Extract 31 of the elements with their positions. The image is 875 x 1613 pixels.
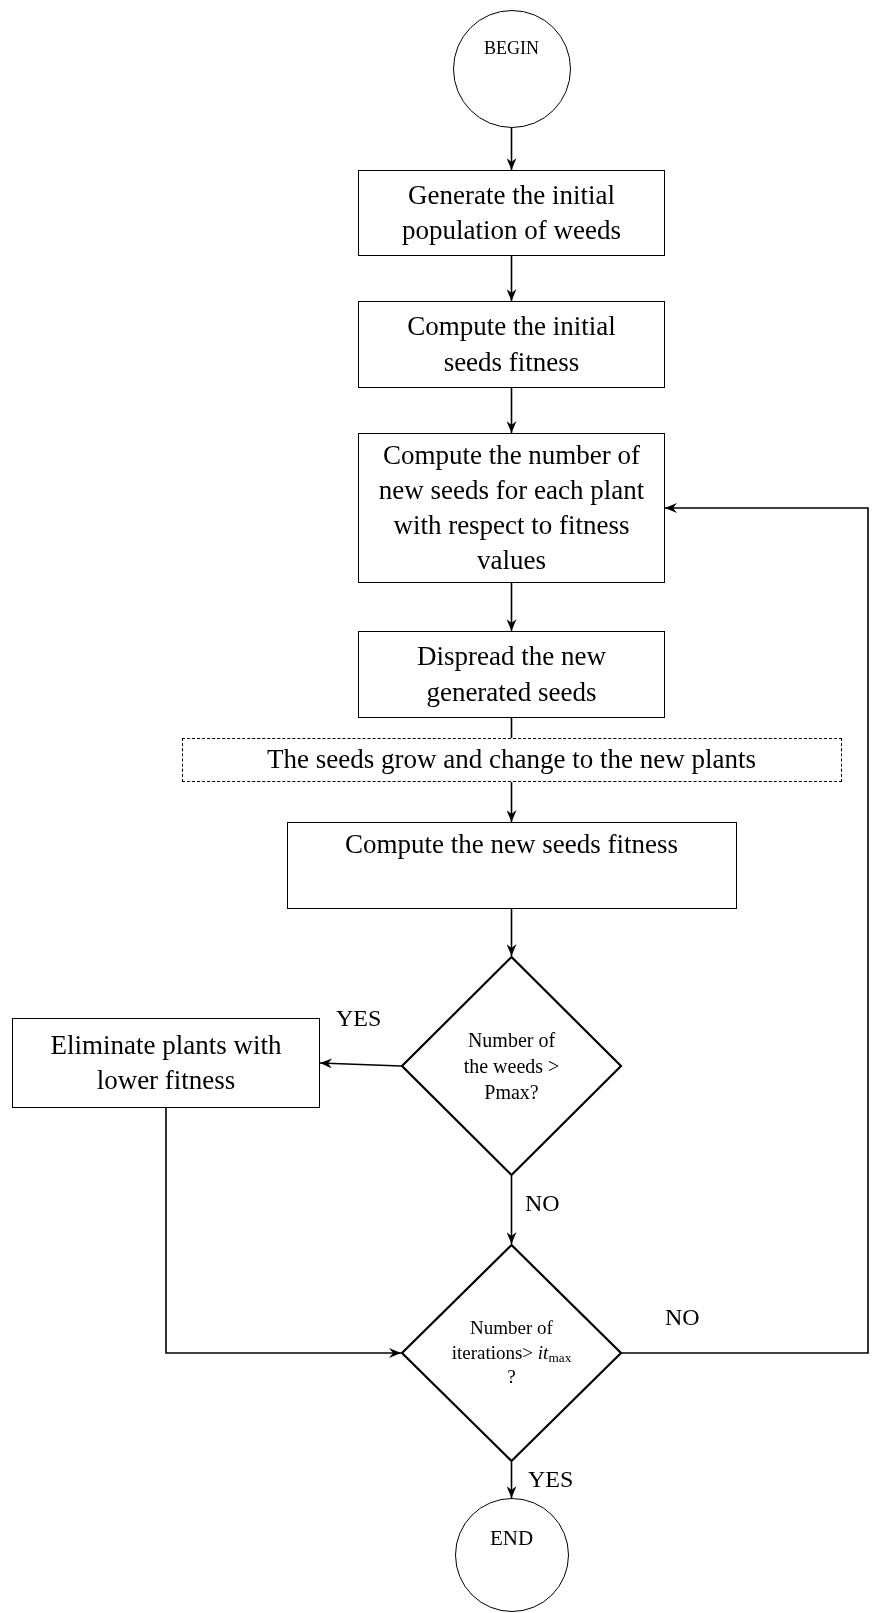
node-label: Number of iterations> it$_{max}$ ? <box>451 1315 572 1390</box>
arrow <box>165 1107 402 1358</box>
arrow <box>506 255 517 302</box>
node-label: Dispread the new generated seeds <box>416 640 607 709</box>
node-label: END <box>489 1525 534 1552</box>
node-label: Number of the weeds > Pmax? <box>462 1028 561 1105</box>
arrow <box>506 127 517 171</box>
node-label: Compute the new seeds fitness <box>345 828 678 861</box>
node-label: Eliminate plants with lower fitness <box>49 1028 283 1097</box>
arrow <box>506 1461 517 1499</box>
decision-diamond <box>401 1244 622 1462</box>
arrow <box>506 582 517 632</box>
node-label: Generate the initial population of weeds <box>401 178 622 247</box>
process-box <box>12 1018 320 1108</box>
node-label: Compute the number of new seeds for each plant with respect to fitness values <box>377 438 646 578</box>
process-box <box>358 433 665 583</box>
arrow <box>506 908 517 957</box>
decision-diamond <box>401 956 622 1176</box>
arrow <box>506 1175 517 1245</box>
process-box <box>358 301 665 388</box>
node-label: BEGIN <box>484 37 539 60</box>
node-label: The seeds grow and change to the new plants <box>267 743 756 777</box>
process-box <box>358 170 665 256</box>
node-label: Compute the initial seeds fitness <box>406 310 617 379</box>
process-box <box>286 822 737 909</box>
arrow <box>621 503 869 1354</box>
arrow <box>506 387 517 434</box>
dashed-process-box <box>181 738 842 782</box>
arrow <box>506 781 517 823</box>
process-box <box>358 631 665 718</box>
arrow <box>319 1058 402 1069</box>
